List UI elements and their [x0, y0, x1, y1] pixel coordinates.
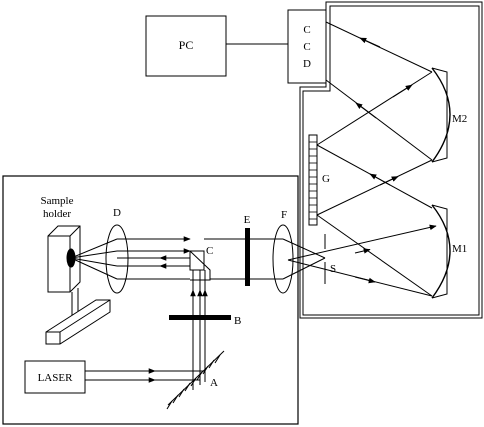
laser-vertical-beams — [190, 270, 208, 390]
laser-horizontal-beams — [85, 368, 205, 383]
ccd-label-c2: C — [303, 41, 310, 53]
grating-g — [308, 134, 318, 226]
filter-e — [245, 228, 250, 286]
sample-chamber-box — [2, 175, 299, 425]
pc-label: PC — [179, 38, 194, 52]
sample-holder-label-1: Sample — [41, 195, 74, 207]
lens-d-label: D — [113, 207, 121, 219]
filter-b — [169, 315, 231, 320]
lens-f-label: F — [281, 209, 287, 221]
lens-f — [272, 224, 294, 294]
prism-c — [189, 250, 211, 281]
laser-label: LASER — [38, 372, 74, 384]
mirror-m2 — [431, 67, 451, 163]
pc-box — [145, 15, 227, 77]
ccd-label-d: D — [303, 58, 311, 70]
spectrometer-housing-outer — [299, 1, 483, 319]
mirror-a-label: A — [210, 377, 218, 389]
laser-box — [24, 360, 86, 394]
sample-holder-label-2: holder — [43, 208, 71, 220]
filter-b-label: B — [234, 315, 241, 327]
lens-d — [105, 224, 129, 294]
sample-holder — [45, 225, 111, 345]
mirror-m1-label: M1 — [452, 243, 467, 255]
spectrometer-housing-inner — [302, 5, 480, 316]
filter-e-label: E — [244, 214, 251, 226]
ccd-label-c1: C — [303, 24, 310, 36]
prism-c-label: C — [206, 245, 213, 257]
sample-beams — [70, 236, 191, 280]
mirror-m2-label: M2 — [452, 113, 467, 125]
collection-beams — [204, 238, 326, 280]
spectrometer-beams — [287, 21, 437, 297]
mirror-a — [166, 350, 225, 410]
mirror-m1 — [431, 204, 451, 299]
grating-g-label: G — [322, 173, 330, 185]
slit-s-label: S — [330, 263, 336, 275]
